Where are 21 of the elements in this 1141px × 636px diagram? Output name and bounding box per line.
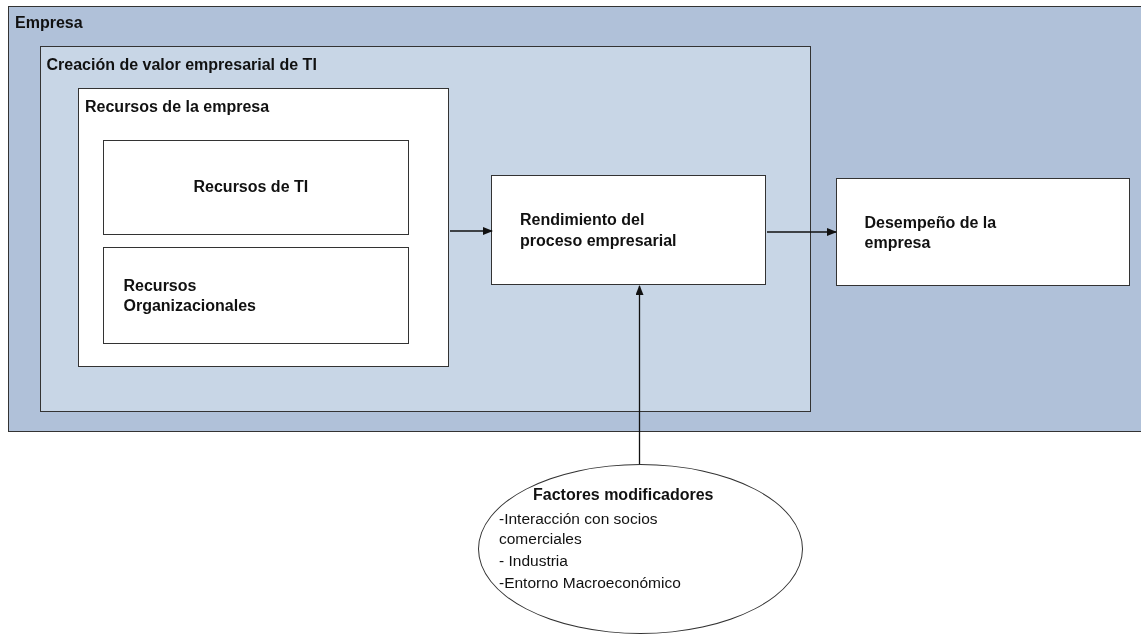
box-label: Recursos Organizacionales — [123, 275, 257, 317]
box-label: Desempeño de la empresa — [864, 212, 998, 254]
outcome-box — [835, 177, 1130, 286]
arrow — [766, 228, 837, 236]
resource-box — [102, 139, 409, 235]
group-heading: Recursos de la empresa — [85, 97, 271, 117]
factor-item: -Interacción con socios comerciales — [499, 509, 659, 550]
box-label: Recursos de TI — [193, 176, 310, 197]
factor-item: -Entorno Macroeconómico — [499, 573, 682, 593]
box-label: Rendimiento del proceso empresarial — [520, 210, 678, 251]
arrow — [449, 227, 493, 235]
group-heading: Empresa — [15, 13, 84, 33]
group-panel — [39, 45, 811, 412]
arrow — [635, 285, 644, 465]
group-box — [78, 88, 449, 367]
process-box — [491, 175, 766, 285]
ellipse-heading: Factores modificadores — [533, 485, 715, 505]
resource-box — [102, 246, 409, 344]
group-heading: Creación de valor empresarial de TI — [46, 54, 318, 75]
outer-panel — [8, 6, 1141, 432]
factor-item: - Industria — [499, 551, 569, 571]
